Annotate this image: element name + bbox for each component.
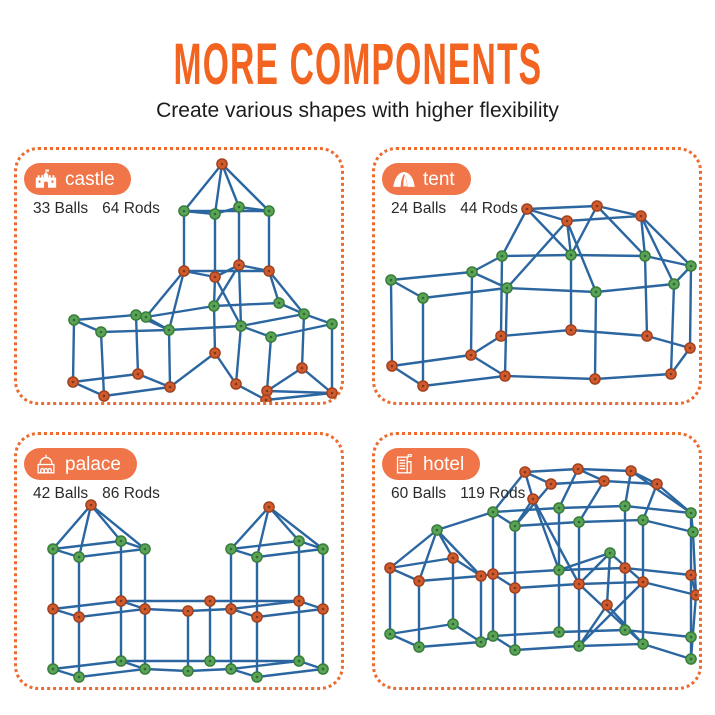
tent-balls-count: 24 Balls [391, 200, 447, 217]
hotel-badge-label: hotel [423, 453, 465, 475]
header: MORE COMPONENTS [0, 36, 715, 94]
panel-tent: tent 24 Balls 44 Rods [372, 147, 702, 405]
hotel-badge: hotel [382, 448, 481, 480]
tent-rods-count: 44 Rods [460, 200, 518, 217]
palace-icon [37, 454, 55, 473]
castle-balls-count: 33 Balls [33, 200, 89, 217]
hotel-balls-count: 60 Balls [391, 485, 447, 502]
tent-badge-label: tent [423, 168, 455, 190]
castle-structure-drawing [67, 158, 338, 402]
palace-structure-drawing [47, 499, 329, 683]
tent-structure-drawing [385, 200, 697, 392]
tent-icon [393, 171, 415, 187]
page-subtitle: Create various shapes with higher flexib… [156, 99, 559, 122]
page-title: MORE COMPONENTS [173, 32, 542, 97]
palace-rods-count: 86 Rods [102, 485, 160, 502]
hotel-icon [396, 453, 412, 473]
castle-badge: castle [24, 163, 131, 195]
hotel-rods-count: 119 Rods [460, 485, 526, 502]
hotel-structure-drawing [384, 463, 699, 665]
panel-hotel: hotel 60 Balls 119 Rods [372, 432, 702, 690]
palace-counts: 42 Balls 86 Rods [33, 485, 160, 503]
castle-badge-label: castle [65, 168, 115, 190]
castle-rods-count: 64 Rods [102, 200, 160, 217]
tent-counts: 24 Balls 44 Rods [391, 200, 518, 218]
panel-palace: palace 42 Balls 86 Rods [14, 432, 344, 690]
castle-icon [35, 168, 57, 188]
palace-badge-label: palace [65, 453, 121, 475]
panel-castle: castle 33 Balls 64 Rods [14, 147, 344, 405]
hotel-counts: 60 Balls 119 Rods [391, 485, 525, 503]
tent-badge: tent [382, 163, 471, 195]
palace-badge: palace [24, 448, 137, 480]
palace-balls-count: 42 Balls [33, 485, 89, 502]
castle-counts: 33 Balls 64 Rods [33, 200, 160, 218]
